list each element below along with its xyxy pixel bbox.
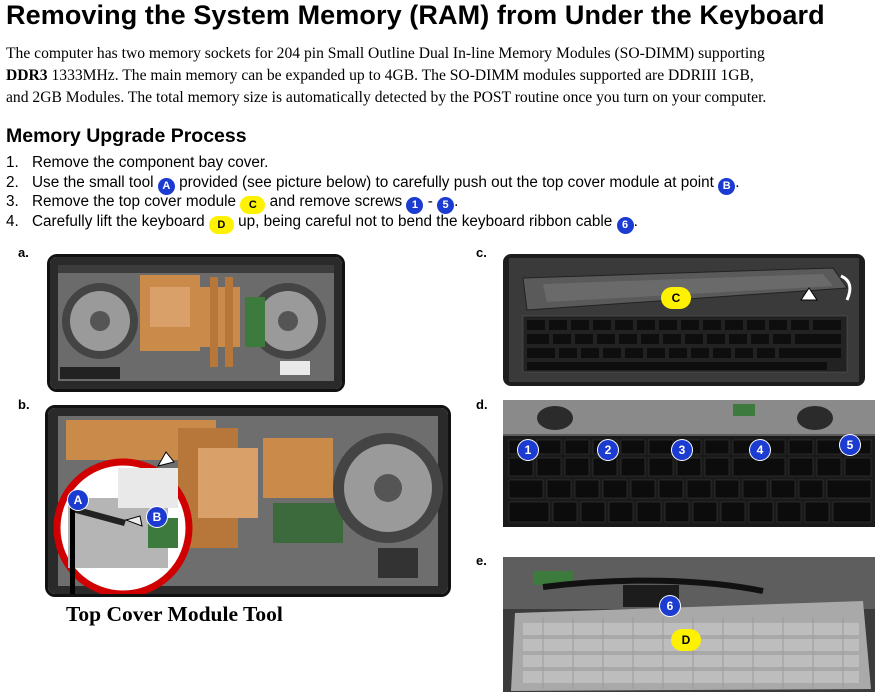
- step-text: Remove the component bay cover.: [32, 154, 269, 171]
- photo-e-badge-6: 6: [660, 596, 680, 616]
- panel-c-label: c.: [476, 245, 487, 260]
- step-text: and remove screws: [265, 193, 407, 211]
- step-text: .: [633, 212, 638, 230]
- step-number: 2.: [6, 173, 19, 191]
- intro-text-2: 1333MHz. The main memory can be expanded…: [47, 67, 754, 84]
- step-2: 2. Use the small tool A provided (see pic…: [6, 173, 740, 195]
- panel-d-label: d.: [476, 397, 488, 412]
- step-3: 3. Remove the top cover module C and remo…: [6, 192, 739, 215]
- badge-5: 5: [437, 197, 455, 215]
- badge-b: B: [718, 177, 736, 195]
- step-text: .: [454, 193, 459, 211]
- step-1: 1. Remove the component bay cover.: [6, 153, 739, 173]
- panel-e-label: e.: [476, 553, 487, 568]
- photo-d-badge-3: 3: [672, 440, 692, 460]
- photo-d-badge-1: 1: [518, 440, 538, 460]
- panel-b-label: b.: [18, 397, 30, 412]
- step-number: 3.: [6, 193, 19, 211]
- step-text: -: [423, 193, 438, 211]
- intro-paragraph: The computer has two memory sockets for …: [6, 43, 880, 109]
- step-text: Carefully lift the keyboard: [32, 212, 209, 230]
- photo-d-badge-2: 2: [598, 440, 618, 460]
- badge-c: C: [240, 196, 266, 215]
- badge-a: A: [157, 177, 175, 195]
- photo-d-keyboard-screws: 1 2 3 4 5: [503, 400, 875, 527]
- photo-e-keyboard-lift: 6 D: [503, 557, 875, 692]
- step-number: 4.: [6, 212, 19, 230]
- step-text: Use the small tool: [32, 173, 158, 191]
- photo-b-badge-a: A: [68, 490, 88, 510]
- step-number: 1.: [6, 154, 19, 171]
- step-4: 4. Carefully lift the keyboard D up, bein…: [6, 212, 739, 234]
- photo-c-top-cover-module: C: [503, 254, 865, 386]
- process-heading: Memory Upgrade Process: [6, 125, 247, 147]
- photo-b-top-cover-tool: A B: [45, 405, 451, 597]
- photo-b-badge-b: B: [147, 507, 167, 527]
- step-text: Remove the top cover module: [32, 193, 241, 211]
- step-text: provided (see picture below) to carefull…: [174, 173, 719, 191]
- intro-text-1: The computer has two memory sockets for …: [6, 45, 765, 62]
- intro-text-3: and 2GB Modules. The total memory size i…: [6, 89, 767, 106]
- badge-d: D: [208, 215, 234, 234]
- caption-top-cover-module-tool: Top Cover Module Tool: [66, 602, 283, 626]
- photo-a-component-bay: [47, 254, 345, 392]
- photo-d-badge-5: 5: [840, 435, 860, 455]
- page-title: Removing the System Memory (RAM) from Un…: [6, 0, 825, 30]
- badge-1: 1: [406, 197, 424, 215]
- step-text: up, being careful not to bend the keyboa…: [233, 212, 617, 230]
- photo-c-badge-c: C: [661, 287, 691, 309]
- photo-d-badge-4: 4: [750, 440, 770, 460]
- panel-a-label: a.: [18, 245, 29, 260]
- steps-list: 1. Remove the component bay cover. 2. Use …: [6, 153, 740, 234]
- step-text: .: [735, 173, 740, 191]
- intro-ddr3: DDR3: [6, 67, 48, 84]
- badge-6: 6: [616, 216, 634, 234]
- photo-e-badge-d: D: [671, 629, 701, 651]
